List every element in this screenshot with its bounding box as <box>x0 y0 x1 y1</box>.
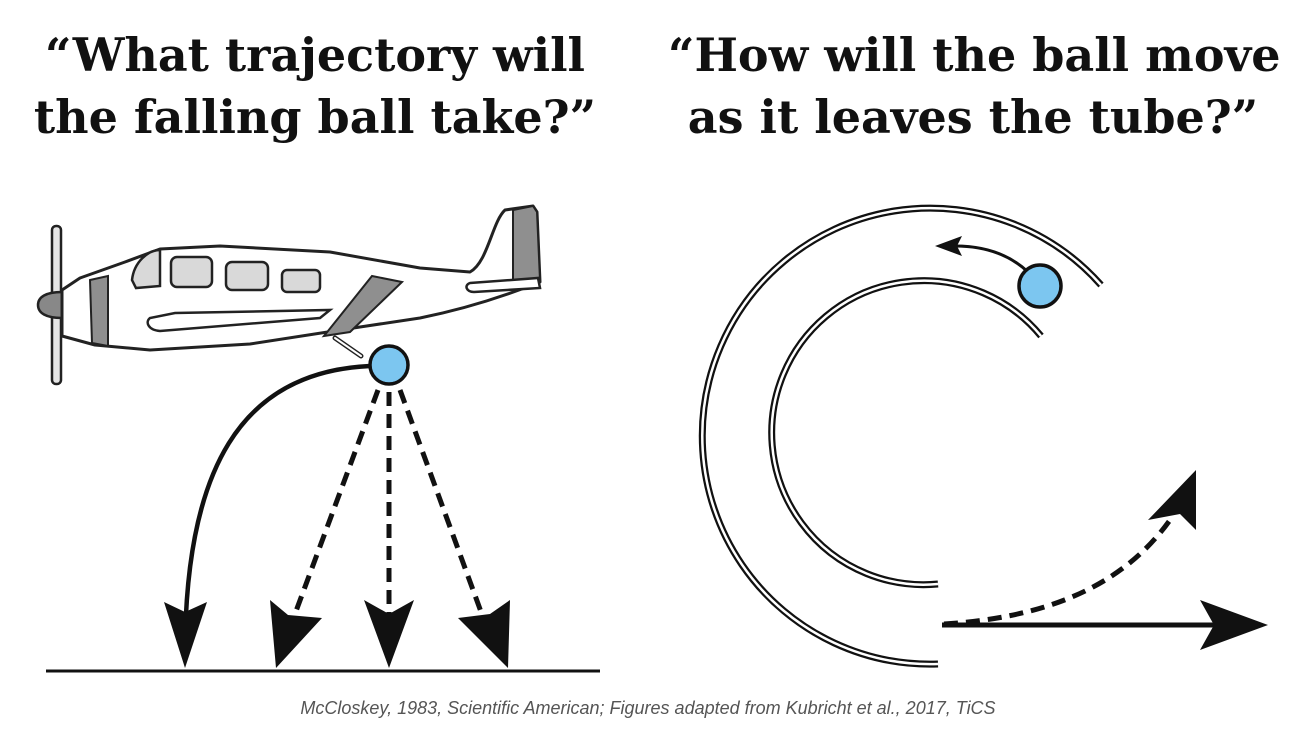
cabin-window <box>224 260 270 292</box>
right-trajectory-options <box>942 470 1268 650</box>
cabin-window <box>169 255 214 289</box>
left-question-line-2: the falling ball take?” <box>33 90 597 144</box>
dashed-backward-trajectory-arrow <box>289 389 381 623</box>
arrowhead <box>164 602 207 668</box>
left-trajectory-options <box>164 363 510 668</box>
citation-footer: McCloskey, 1983, Scientific American; Fi… <box>300 698 996 718</box>
left-question-title: “What trajectory will the falling ball t… <box>20 24 610 148</box>
right-question-line-2: as it leaves the tube?” <box>687 90 1259 144</box>
tube-inner-wall <box>768 277 1044 589</box>
right-question-line-1: “How will the ball move <box>668 28 1281 82</box>
dashed-curved-exit-arrow <box>943 518 1173 627</box>
body-stripe <box>321 274 405 338</box>
wing <box>146 308 334 333</box>
horizontal-stabilizer <box>465 276 542 294</box>
dashed-forward-straight-trajectory-arrow <box>397 389 487 621</box>
arrowhead <box>458 600 510 668</box>
falling-ball <box>368 344 410 386</box>
arrowhead <box>1148 470 1196 530</box>
arrowhead <box>270 600 322 668</box>
arrowhead <box>364 600 414 668</box>
arrowhead <box>1200 600 1268 650</box>
tube-ball <box>1017 263 1063 309</box>
nose-stripe <box>88 274 109 348</box>
propeller-spinner <box>36 290 64 320</box>
airplane-illustration <box>36 204 542 386</box>
curved-forward-trajectory-arrow <box>182 363 371 656</box>
windshield <box>130 248 162 290</box>
curved-tube <box>698 204 1104 668</box>
left-question-line-1: “What trajectory will <box>44 28 586 82</box>
cabin-window <box>280 268 322 294</box>
arrowhead <box>935 236 962 256</box>
ball-motion-arrow <box>954 244 1030 274</box>
right-question-title: “How will the ball move as it leaves the… <box>668 24 1281 148</box>
tail-fin-stripe <box>512 204 542 284</box>
